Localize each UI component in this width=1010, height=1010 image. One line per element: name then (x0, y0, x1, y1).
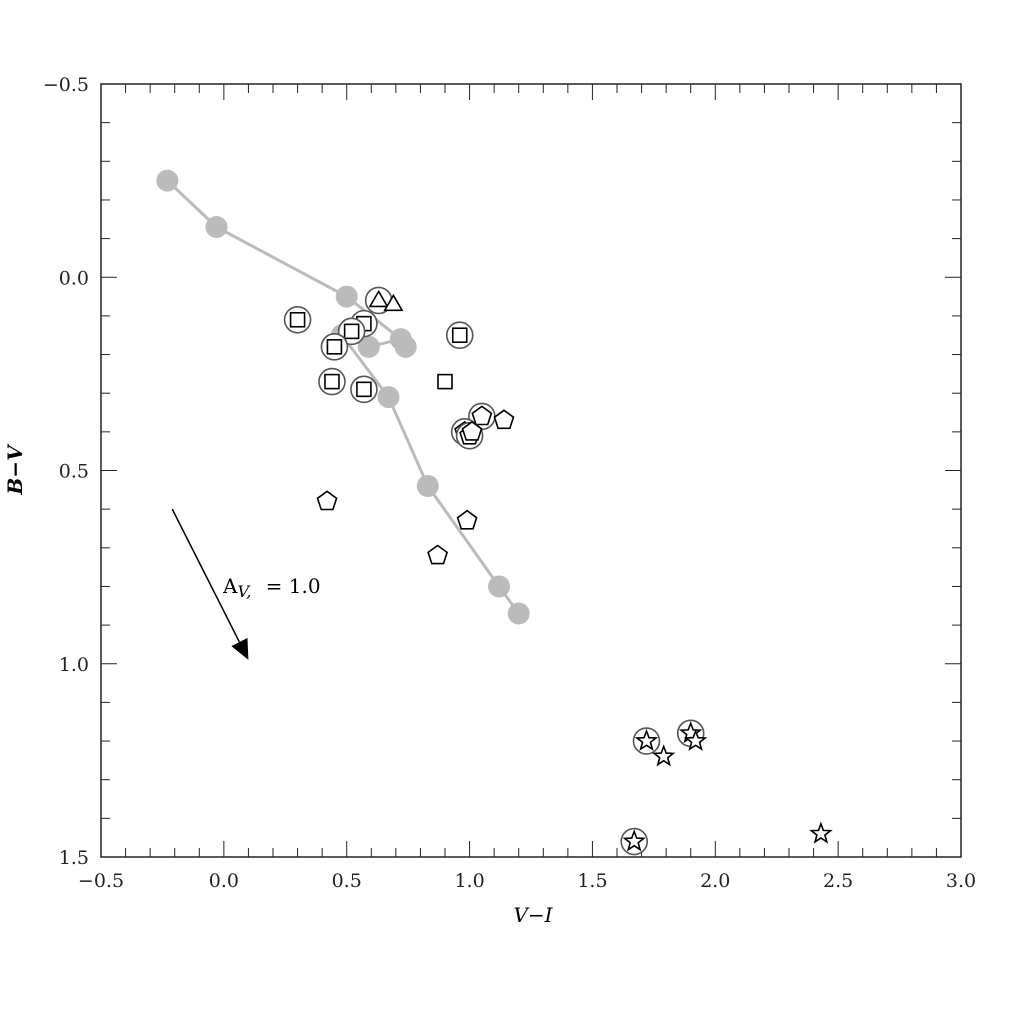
track-point (394, 335, 417, 358)
star-marker (652, 744, 676, 767)
x-tick-label: −0.5 (78, 870, 124, 892)
triangle-marker (383, 293, 404, 312)
data-points (283, 286, 833, 856)
star-marker (809, 821, 833, 844)
track-point (205, 216, 228, 239)
square-marker (326, 339, 343, 355)
track-segment (166, 179, 218, 229)
track-point (156, 169, 179, 192)
x-tick-label: 3.0 (946, 870, 976, 892)
y-tick-label: 0.0 (59, 267, 89, 289)
square-marker (437, 373, 453, 390)
track-point (335, 285, 358, 308)
track-point (357, 335, 380, 358)
x-tick-label: 0.5 (332, 870, 362, 892)
star-marker (634, 728, 659, 751)
pentagon-marker (427, 544, 449, 565)
color-track (156, 169, 530, 625)
x-axis-title: V−I (513, 903, 553, 927)
track-segment (387, 396, 430, 487)
pentagon-marker (471, 405, 493, 426)
square-marker (289, 311, 306, 328)
x-tick-label: 1.5 (577, 870, 607, 892)
y-tick-label: 0.5 (59, 461, 89, 483)
x-tick-label: 1.0 (454, 870, 484, 892)
track-segment (215, 225, 348, 298)
track-segment (340, 334, 390, 398)
pentagon-marker (493, 409, 515, 430)
pentagon-marker (456, 509, 478, 530)
square-marker (356, 381, 372, 398)
plot-frame (100, 83, 962, 858)
track-point (416, 474, 439, 497)
track-point (488, 575, 511, 598)
star-marker (622, 829, 646, 852)
arrowhead-icon (231, 637, 249, 660)
track-point (507, 602, 530, 625)
y-tick-label: −0.5 (43, 74, 89, 96)
reddening-vector: AV, = 1.0 (171, 508, 321, 660)
x-tick-label: 2.0 (700, 870, 730, 892)
square-marker (451, 327, 468, 344)
track-point (377, 386, 400, 409)
y-tick-label: 1.0 (59, 654, 89, 676)
axis-ticks: −0.5 0.0 0.5 1.0 1.5 2.0 2.5 3.0 −0.5 0.0 0.5 1.0 1.… (43, 74, 976, 892)
square-marker (324, 373, 340, 390)
x-tick-label: 2.5 (823, 870, 853, 892)
arrow-shaft (171, 508, 241, 643)
star-marker (683, 728, 708, 751)
pentagon-marker (461, 420, 483, 441)
plot-border (100, 83, 962, 858)
x-tick-label: 0.0 (209, 870, 239, 892)
y-axis-title: B−V (3, 443, 27, 496)
pentagon-marker (316, 490, 338, 511)
y-tick-label: 1.5 (59, 847, 89, 869)
extinction-label: AV, = 1.0 (222, 574, 321, 601)
track-segment (426, 485, 501, 588)
square-marker (343, 323, 360, 340)
triangle-marker (368, 289, 389, 308)
